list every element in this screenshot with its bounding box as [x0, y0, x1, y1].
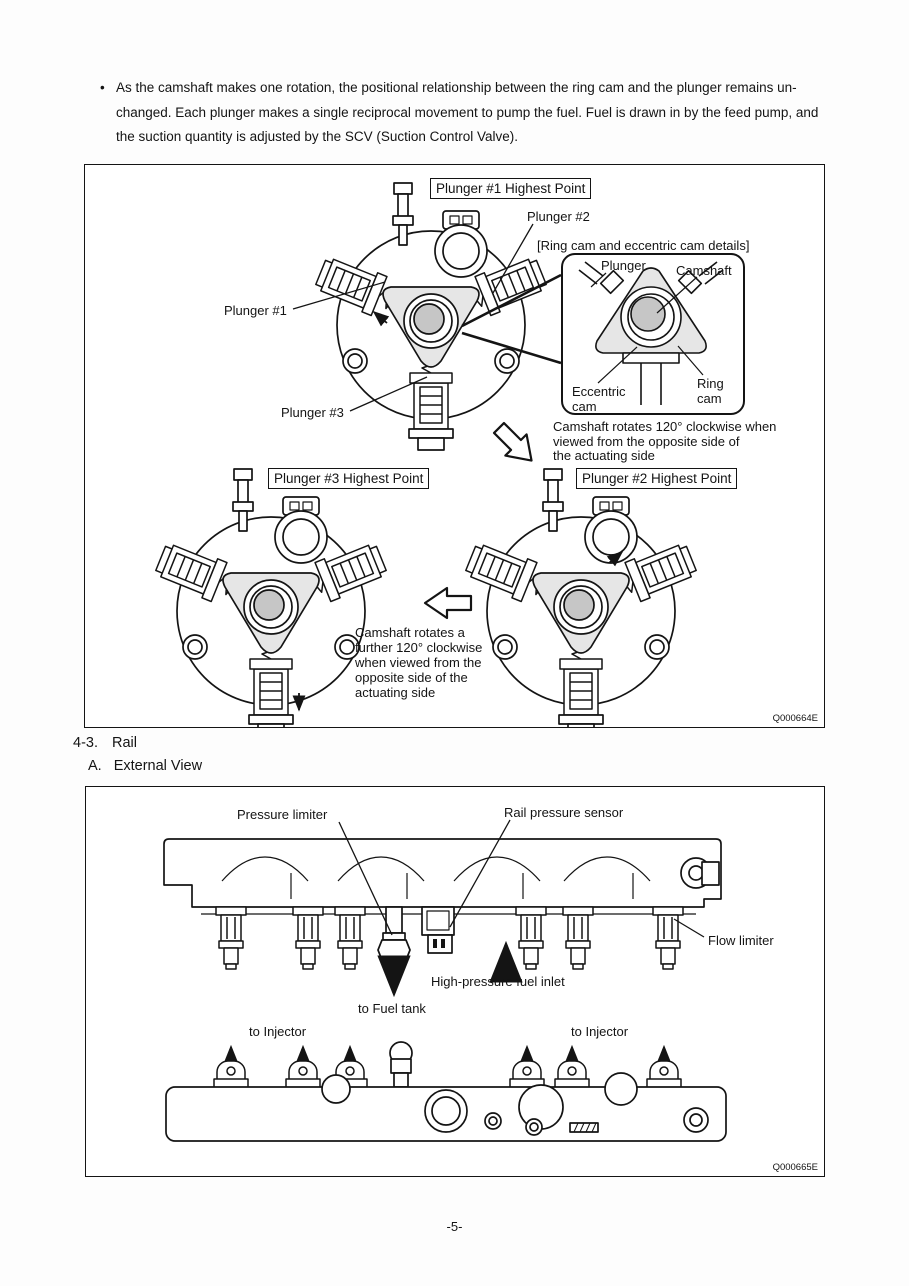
inset-label-ring-line2: cam	[697, 391, 722, 406]
inset-callout-wedge	[461, 273, 562, 365]
inset-title: [Ring cam and eccentric cam details]	[537, 238, 750, 253]
note-line: further 120° clockwise	[355, 640, 483, 655]
note-line: the actuating side	[553, 448, 655, 463]
pressure-limiter-fitting	[377, 906, 411, 967]
section-heading: 4-3. Rail	[73, 735, 137, 752]
section-title: Rail	[112, 735, 137, 751]
label-to-fuel-tank: to Fuel tank	[358, 1001, 426, 1016]
pump-plunger2-highest	[463, 469, 699, 727]
caption-plunger3-highest: Plunger #3 Highest Point	[268, 468, 430, 489]
inset-cam-drawing	[578, 261, 724, 405]
rotation-arrow	[292, 310, 624, 712]
note-line: Camshaft rotates a	[355, 625, 465, 640]
inset-label-camshaft: Camshaft	[676, 263, 732, 278]
inset-label-eccentric-cam: Eccentric cam	[572, 384, 625, 414]
inset-label-eccentric-line2: cam	[572, 399, 597, 414]
subsection-letter: A.	[88, 758, 102, 774]
leader-lines	[338, 819, 705, 938]
rotation-note-2: Camshaft rotates a further 120° clockwis…	[355, 625, 482, 700]
note-line: when viewed from the	[355, 655, 482, 670]
inset-label-plunger: Plunger	[601, 258, 646, 273]
rotation-note-1: Camshaft rotates 120° clockwise when vie…	[553, 419, 777, 464]
pump-plunger3-highest	[153, 469, 389, 727]
paragraph-line: changed. Each plunger makes a single rec…	[116, 104, 819, 120]
figure-rail-external-view: Pressure limiter Rail pressure sensor Fl…	[85, 786, 825, 1177]
pump-rotation-drawing	[85, 165, 724, 727]
label-to-injector-left: to Injector	[249, 1024, 307, 1039]
note-line: viewed from the opposite side of	[553, 433, 740, 449]
rail-pressure-sensor-block	[421, 906, 455, 954]
sequence-arrows	[423, 421, 533, 620]
page-number: -5-	[446, 1219, 463, 1234]
rail-bottom-view-drawing	[165, 1041, 727, 1142]
label-rail-pressure-sensor: Rail pressure sensor	[504, 805, 624, 820]
rail-side-view-drawing	[163, 838, 722, 970]
bullet-marker: •	[100, 80, 105, 95]
note-line: actuating side	[355, 685, 436, 700]
arrow-down-right	[492, 421, 533, 462]
paragraph-line: As the camshaft makes one rotation, the …	[116, 80, 797, 95]
label-plunger1: Plunger #1	[224, 303, 287, 318]
inset-frame	[561, 253, 745, 415]
label-high-pressure-fuel-inlet: High-pressure fuel inlet	[431, 974, 565, 989]
arrow-left	[423, 586, 473, 620]
pump-plunger1-highest	[313, 183, 549, 450]
rail-drawing	[163, 819, 727, 1142]
section-number: 4-3.	[73, 735, 98, 751]
intro-paragraph: • As the camshaft makes one rotation, th…	[100, 76, 860, 150]
inset-label-eccentric-line1: Eccentric	[572, 384, 626, 399]
label-to-injector-right: to Injector	[571, 1024, 629, 1039]
flow-arrows	[214, 940, 681, 1087]
flow-limiter-fitting	[652, 906, 684, 970]
note-line: opposite side of the	[355, 670, 468, 685]
paragraph-line: the suction quantity is adjusted by the …	[116, 129, 518, 145]
label-plunger2: Plunger #2	[527, 209, 590, 224]
caption-plunger1-highest: Plunger #1 Highest Point	[430, 178, 592, 199]
inset-label-ring-line1: Ring	[697, 376, 724, 391]
caption-plunger2-highest: Plunger #2 Highest Point	[576, 468, 738, 489]
note-line: Camshaft rotates 120° clockwise when	[553, 419, 777, 434]
figure1-code: Q000664E	[772, 713, 818, 724]
label-plunger3: Plunger #3	[281, 405, 344, 420]
leader-lines	[292, 223, 534, 412]
label-pressure-limiter: Pressure limiter	[237, 807, 328, 822]
figure-pump-rotation: Plunger #1 Highest Point Plunger #2 [Rin…	[84, 164, 825, 728]
inset-label-ring-cam: Ring cam	[697, 376, 724, 406]
hatched-pad	[569, 1122, 599, 1133]
subsection-heading: A. External View	[88, 758, 202, 775]
figure2-code: Q000665E	[772, 1162, 818, 1173]
subsection-title: External View	[113, 758, 203, 774]
label-flow-limiter: Flow limiter	[708, 933, 774, 948]
